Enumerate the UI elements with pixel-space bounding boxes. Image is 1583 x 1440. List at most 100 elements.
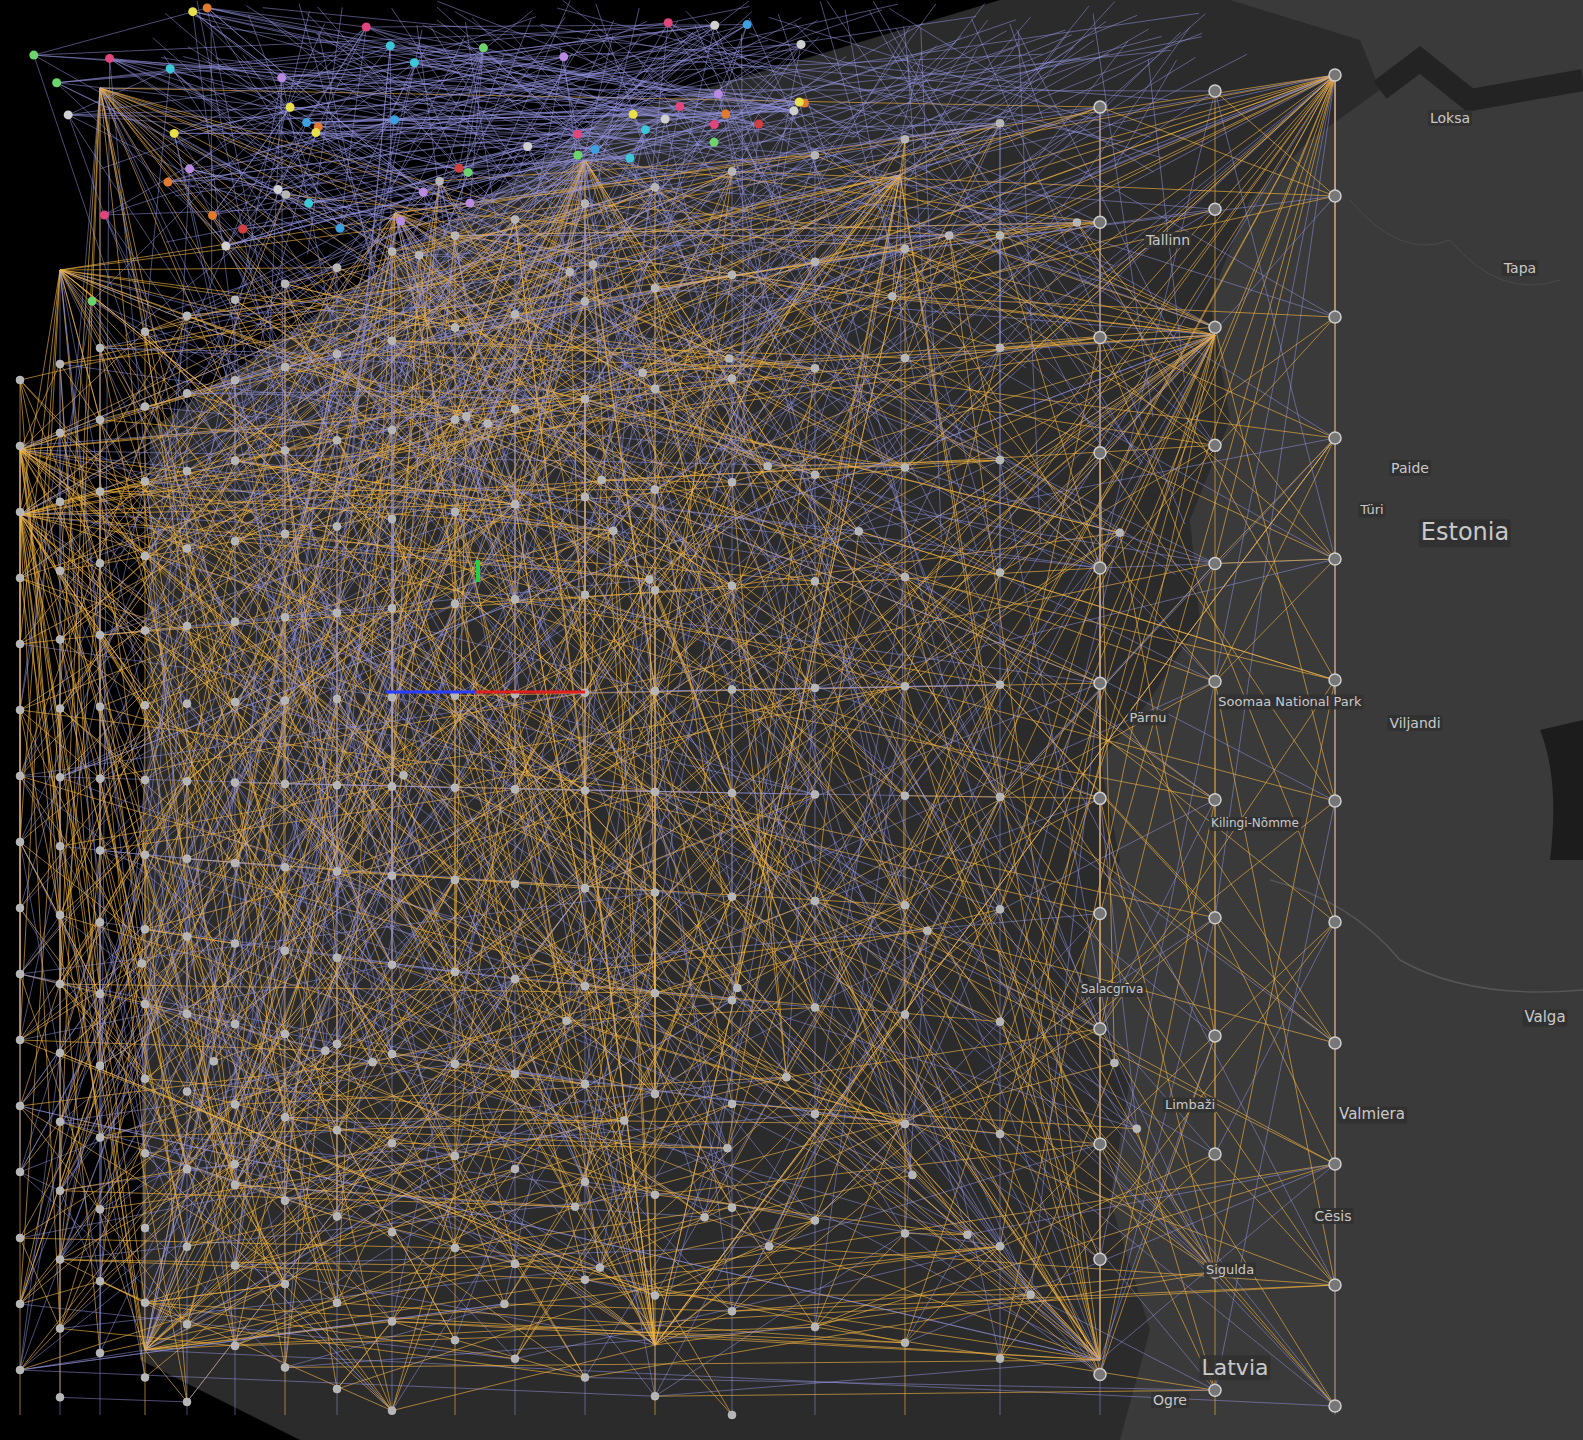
- graph-link: [595, 149, 905, 358]
- graph-link: [689, 17, 1031, 415]
- graph-link: [1100, 1144, 1335, 1406]
- graph-link: [373, 993, 655, 1062]
- graph-link: [455, 788, 1000, 1022]
- graph-link: [455, 1208, 732, 1248]
- graph-link: [655, 1195, 967, 1235]
- graph-link: [1215, 918, 1335, 1164]
- graph-link: [455, 12, 826, 239]
- graph-link: [655, 905, 905, 993]
- graph-link: [20, 710, 145, 1350]
- graph-link: [600, 111, 794, 1268]
- graph-link: [285, 901, 815, 1117]
- graph-link: [794, 23, 1068, 327]
- graph-link: [145, 792, 655, 930]
- graph-link: [235, 1104, 337, 1302]
- graph-link: [165, 20, 1016, 313]
- graph-link: [187, 986, 585, 1324]
- graph-link: [20, 380, 60, 915]
- graph-link: [174, 133, 577, 135]
- graph-link: [585, 685, 1000, 693]
- graph-point: [16, 1234, 24, 1242]
- graph-link: [100, 635, 142, 963]
- graph-link: [769, 1246, 1335, 1285]
- graph-link: [601, 480, 732, 482]
- graph-link: [60, 1053, 655, 1296]
- graph-link: [515, 314, 815, 368]
- graph-link: [168, 182, 401, 221]
- graph-point: [56, 1118, 64, 1126]
- graph-link: [455, 1156, 585, 1377]
- graph-link: [337, 526, 515, 979]
- graph-link: [769, 17, 1151, 137]
- graph-link: [235, 793, 732, 1104]
- graph-link: [188, 47, 1056, 559]
- graph-link: [60, 1169, 187, 1191]
- graph-link: [585, 1084, 655, 1295]
- graph-link: [235, 702, 655, 892]
- graph-link: [870, 11, 1124, 489]
- graph-point: [56, 636, 64, 644]
- graph-link: [270, 21, 888, 543]
- graph-link: [190, 169, 285, 367]
- graph-point: [16, 1300, 24, 1308]
- graph-point: [56, 773, 64, 781]
- graph-link: [705, 1015, 905, 1218]
- graph-link: [465, 22, 505, 282]
- graph-link: [710, 26, 869, 465]
- graph-link: [145, 332, 1100, 1360]
- graph-link: [905, 139, 906, 1415]
- graph-link: [214, 142, 714, 1061]
- graph-link: [145, 1164, 1335, 1350]
- graph-link: [575, 35, 613, 197]
- graph-point: [16, 1366, 24, 1374]
- graph-link: [60, 984, 285, 1284]
- graph-link: [60, 787, 392, 847]
- graph-link: [197, 1, 285, 446]
- graph-link: [212, 26, 1007, 129]
- graph-link: [392, 1054, 905, 1124]
- graph-link: [1100, 1164, 1335, 1360]
- graph-link: [1100, 338, 1335, 922]
- graph-link: [235, 300, 236, 1415]
- graph-link: [285, 993, 655, 1284]
- graph-link: [1100, 75, 1335, 1029]
- graph-link: [100, 789, 515, 1209]
- graph-link: [60, 915, 187, 1247]
- graph-link: [100, 88, 815, 901]
- graph-link: [732, 793, 1100, 1360]
- graph-link: [1000, 123, 1001, 1415]
- graph-link: [214, 146, 528, 1061]
- graph-link: [145, 929, 235, 943]
- graph-point: [56, 1049, 64, 1057]
- graph-link: [905, 797, 1000, 1015]
- graph-link: [145, 705, 455, 1156]
- graph-link: [585, 399, 905, 905]
- graph-link: [815, 686, 905, 1327]
- graph-link: [20, 915, 60, 974]
- graph-link: [125, 11, 532, 336]
- graph-link: [235, 702, 655, 792]
- graph-link: [145, 1153, 455, 1248]
- graph-link: [585, 1280, 655, 1296]
- graph-link: [655, 222, 1077, 590]
- graph-link: [337, 1217, 905, 1343]
- graph-link: [515, 219, 516, 1415]
- graph-link: [20, 1053, 60, 1370]
- graph-point: [56, 429, 64, 437]
- graph-link: [60, 430, 392, 984]
- graph-link: [308, 7, 343, 254]
- graph-link: [437, 20, 978, 443]
- graph-link: [100, 491, 145, 854]
- graph-link: [60, 88, 100, 571]
- graph-link: [195, 16, 1133, 291]
- graph-link: [145, 332, 392, 698]
- graph-link: [905, 1124, 1000, 1246]
- graph-link: [275, 60, 1053, 437]
- graph-link: [60, 1053, 655, 1296]
- graph-link: [500, 15, 1138, 281]
- graph-link: [20, 1238, 60, 1328]
- graph-point: [56, 360, 64, 368]
- graph-link: [655, 187, 815, 581]
- graph-link: [163, 28, 701, 434]
